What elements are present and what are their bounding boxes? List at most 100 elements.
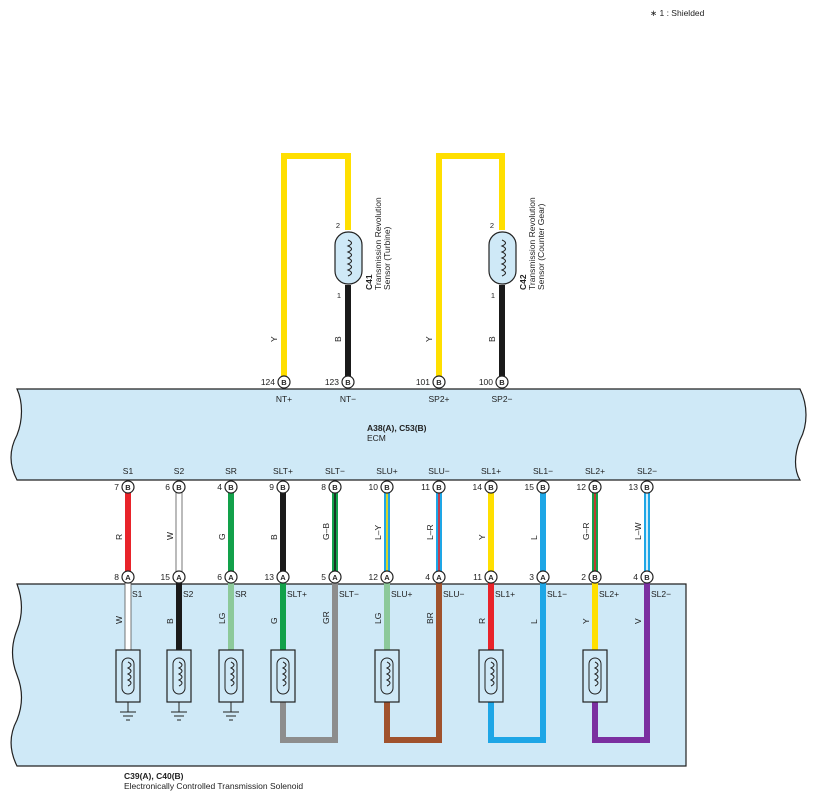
coil-icon [385,661,391,687]
wire-color-label: L [529,619,539,624]
connector-letter: A [488,573,494,582]
bottom-terminals: S1B7A8S1WS2B6A15S2BSRB4A6SRLGSLT+B9A13SL… [114,466,671,624]
terminal-signal: SL2− [637,466,657,476]
terminal-circle [328,570,342,584]
ecm-terminal-nt-plus: B 124 NT+ [261,375,292,404]
solenoid-core [172,657,186,695]
solenoid-body [582,649,608,703]
sensor-pin-top: 2 [490,221,494,230]
nt-plus-wire [281,153,351,382]
terminal-circle [484,480,498,494]
sensor-name-line1: Transmission Revolution [373,197,383,290]
solenoid-pin: 4 [425,572,430,582]
solenoid-core [588,657,602,695]
solenoid-terminal-label: SR [235,589,247,599]
terminal-circle [380,570,394,584]
connector-letter: B [488,483,494,492]
wire-color-label: B [487,336,497,342]
connector-letter: A [125,573,131,582]
ecm-name: ECM [367,433,386,443]
terminal-pin: 13 [629,482,639,492]
wire-color-label: Y [269,336,279,342]
solenoid-core [484,657,498,695]
solenoid-pin: 15 [161,572,171,582]
wire-color-label: R [114,534,124,540]
wire-color-label: L [529,535,539,540]
connector-letter: A [436,573,442,582]
terminal-pin: 4 [217,482,222,492]
connector-letter: B [592,483,598,492]
sensor-code: C42 [518,274,528,290]
terminal-signal: SL2+ [585,466,605,476]
wire-color-label: L–Y [373,525,383,540]
s1-wire-outline [124,582,132,651]
terminal-circle [588,570,602,584]
sensor-name-line2: Sensor (Turbine) [382,226,392,290]
terminal-circle [172,480,186,494]
solenoid-terminal-label: SL2− [651,589,671,599]
terminal-pin: 8 [321,482,326,492]
terminal-signal: SLT− [325,466,345,476]
wire-color-label: B [333,336,343,342]
terminal-signal: NT− [340,394,356,404]
solenoid-terminal-label: SL1− [547,589,567,599]
solenoid-core [380,657,394,695]
solenoid-connector-title: C39(A), C40(B) [124,771,184,781]
terminal-signal: SP2− [491,394,512,404]
connector-letter: B [644,483,650,492]
connector-letter: A [228,573,234,582]
svg-text:C41 Transmission Revolut: C41 Transmission Revolution Sensor (Turb… [364,195,392,290]
connector-letter: B [436,378,442,387]
sensor-wires [281,153,505,382]
wire-color-label: R [477,618,487,624]
terminal-signal: SLT+ [273,466,293,476]
sensor-name-line2: Sensor (Counter Gear) [536,203,546,290]
coil-icon [500,239,507,277]
wire-color-label: B [165,618,175,624]
solenoid-terminal-label: SL1+ [495,589,515,599]
coil-icon [346,239,353,277]
terminal-circle [484,570,498,584]
terminal-circle [328,480,342,494]
connector-letter: B [592,573,598,582]
solenoid-pin: 11 [473,572,482,582]
solenoid-pin: 2 [581,572,586,582]
solenoid-terminal-label: S1 [132,589,143,599]
coil-icon [593,661,599,687]
connector-letter: B [228,483,234,492]
wire-color-label: Y [477,534,487,540]
terminal-signal: NT+ [276,394,292,404]
terminal-circle [588,480,602,494]
svg-text:C42 Transmission Revolut: C42 Transmission Revolution Sensor (Coun… [518,195,546,290]
ecm-panel [10,388,807,481]
connector-letter: B [281,378,287,387]
terminal-pin: 15 [525,482,535,492]
solenoid-body [270,649,296,703]
sensor-name-line1: Transmission Revolution [527,197,537,290]
wire-color-label: B [269,534,279,540]
sensor-code: C41 [364,274,374,290]
solenoid-body [218,649,244,703]
wire-color-label: LG [373,613,383,624]
wire-color-label: W [165,532,175,540]
wire-color-label: G [269,617,279,624]
terminal-circle [224,480,238,494]
solenoid-terminal-label: SL2+ [599,589,619,599]
terminal-circle [276,570,290,584]
terminal-pin: 14 [473,482,483,492]
terminal-pin: 6 [165,482,170,492]
terminal-pin: 7 [114,482,119,492]
terminal-pin: 11 [421,482,430,492]
ecm-connector-title: A38(A), C53(B) [367,423,427,433]
coil-icon [177,661,183,687]
wire-color-label: Y [424,336,434,342]
sensor-pin-bottom: 1 [491,291,495,300]
connector-letter: B [280,483,286,492]
ecm-terminal-sp2-minus: B 100 SP2− [479,375,513,404]
connector-letter: B [176,483,182,492]
terminal-circle [536,570,550,584]
wire-segment [175,486,183,578]
solenoid-core [276,657,290,695]
terminal-circle [121,480,135,494]
